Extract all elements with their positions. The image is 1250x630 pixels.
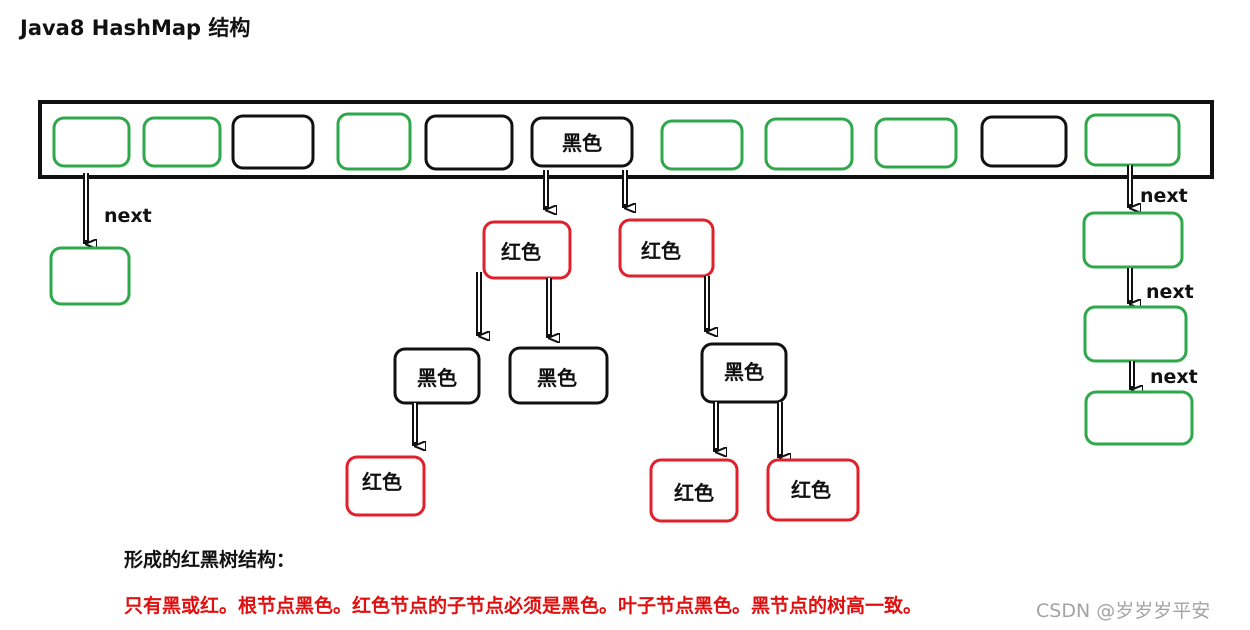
black-node-label: 黑色 xyxy=(537,366,577,390)
black-node-label: 黑色 xyxy=(417,366,457,390)
bucket-3 xyxy=(231,114,315,170)
bucket-5 xyxy=(424,114,514,171)
chain-node xyxy=(49,246,131,306)
chain-node xyxy=(1083,305,1188,363)
next-label: next xyxy=(104,205,152,227)
black-node-label: 黑色 xyxy=(724,360,764,384)
bucket-2 xyxy=(142,116,222,168)
bucket-10 xyxy=(980,115,1068,168)
caption-rules: 只有黑或红。根节点黑色。红色节点的子节点必须是黑色。叶子节点黑色。黑节点的树高一… xyxy=(124,595,923,617)
bucket-7 xyxy=(660,119,744,171)
tree-node-black xyxy=(700,342,788,404)
bucket-11 xyxy=(1084,113,1181,167)
tree-node-red xyxy=(649,458,739,523)
chain-node xyxy=(1084,390,1194,446)
tree-node-red xyxy=(482,220,572,280)
chain-node xyxy=(1082,211,1184,269)
watermark: CSDN @岁岁岁平安 xyxy=(1036,600,1211,622)
next-label: next xyxy=(1146,281,1194,303)
tree-node-red xyxy=(766,458,860,522)
next-label: next xyxy=(1150,366,1198,388)
tree-node-black xyxy=(508,346,609,405)
bucket-4 xyxy=(336,112,412,171)
tree-node-black xyxy=(393,347,481,405)
bucket-9 xyxy=(874,117,958,169)
diagram-title: Java8 HashMap 结构 xyxy=(20,16,251,40)
root-node-label: 黑色 xyxy=(562,131,602,155)
next-label: next xyxy=(1140,185,1188,207)
bucket-6-tree-root xyxy=(530,116,634,168)
red-node-label: 红色 xyxy=(674,481,714,505)
tree-node-red xyxy=(618,218,715,278)
bucket-1 xyxy=(52,116,131,168)
caption-title: 形成的红黑树结构： xyxy=(124,549,296,571)
tree-node-red xyxy=(345,455,426,517)
bucket-8 xyxy=(764,117,854,171)
red-node-label: 红色 xyxy=(501,240,541,264)
red-node-label: 红色 xyxy=(791,478,831,502)
red-node-label: 红色 xyxy=(641,239,681,263)
red-node-label: 红色 xyxy=(362,470,402,494)
